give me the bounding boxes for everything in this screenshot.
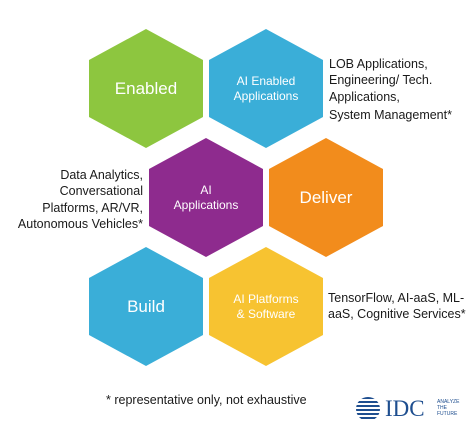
hex-build	[89, 247, 203, 366]
hex-enabled	[89, 29, 203, 148]
hex-label-deliver: Deliver	[299, 187, 353, 207]
hex-deliver	[269, 138, 383, 257]
footnote: * representative only, not exhaustive	[106, 393, 307, 407]
hex-label-ai-enabled-applications: AI Enabled Applications	[233, 73, 299, 103]
annotation-data-analytics: Data Analytics, Conversational Platforms…	[17, 168, 143, 231]
hex-label-ai-platforms-software: AI Platforms & Software	[233, 291, 299, 321]
hex-ai-platforms-software	[209, 247, 323, 366]
annotation-lob-applications: LOB Applications, Engineering/ Tech. App…	[329, 57, 433, 104]
hex-label-build: Build	[127, 296, 165, 316]
annotation-tensorflow: TensorFlow, AI-aaS, ML- aaS, Cognitive S…	[328, 291, 466, 322]
idc-logo-tagline: ANALYZE THE FUTURE	[437, 399, 460, 417]
idc-logo-text: IDC	[385, 396, 425, 421]
hex-ai-enabled-applications	[209, 29, 323, 148]
globe-icon	[356, 397, 380, 419]
idc-logo: IDC ANALYZE THE FUTURE	[355, 396, 463, 422]
hex-label-ai-applications: AI Applications	[173, 182, 239, 212]
hex-ai-applications	[149, 138, 263, 257]
annotation-system-management: System Management*	[329, 108, 452, 122]
hex-label-enabled: Enabled	[114, 78, 178, 98]
